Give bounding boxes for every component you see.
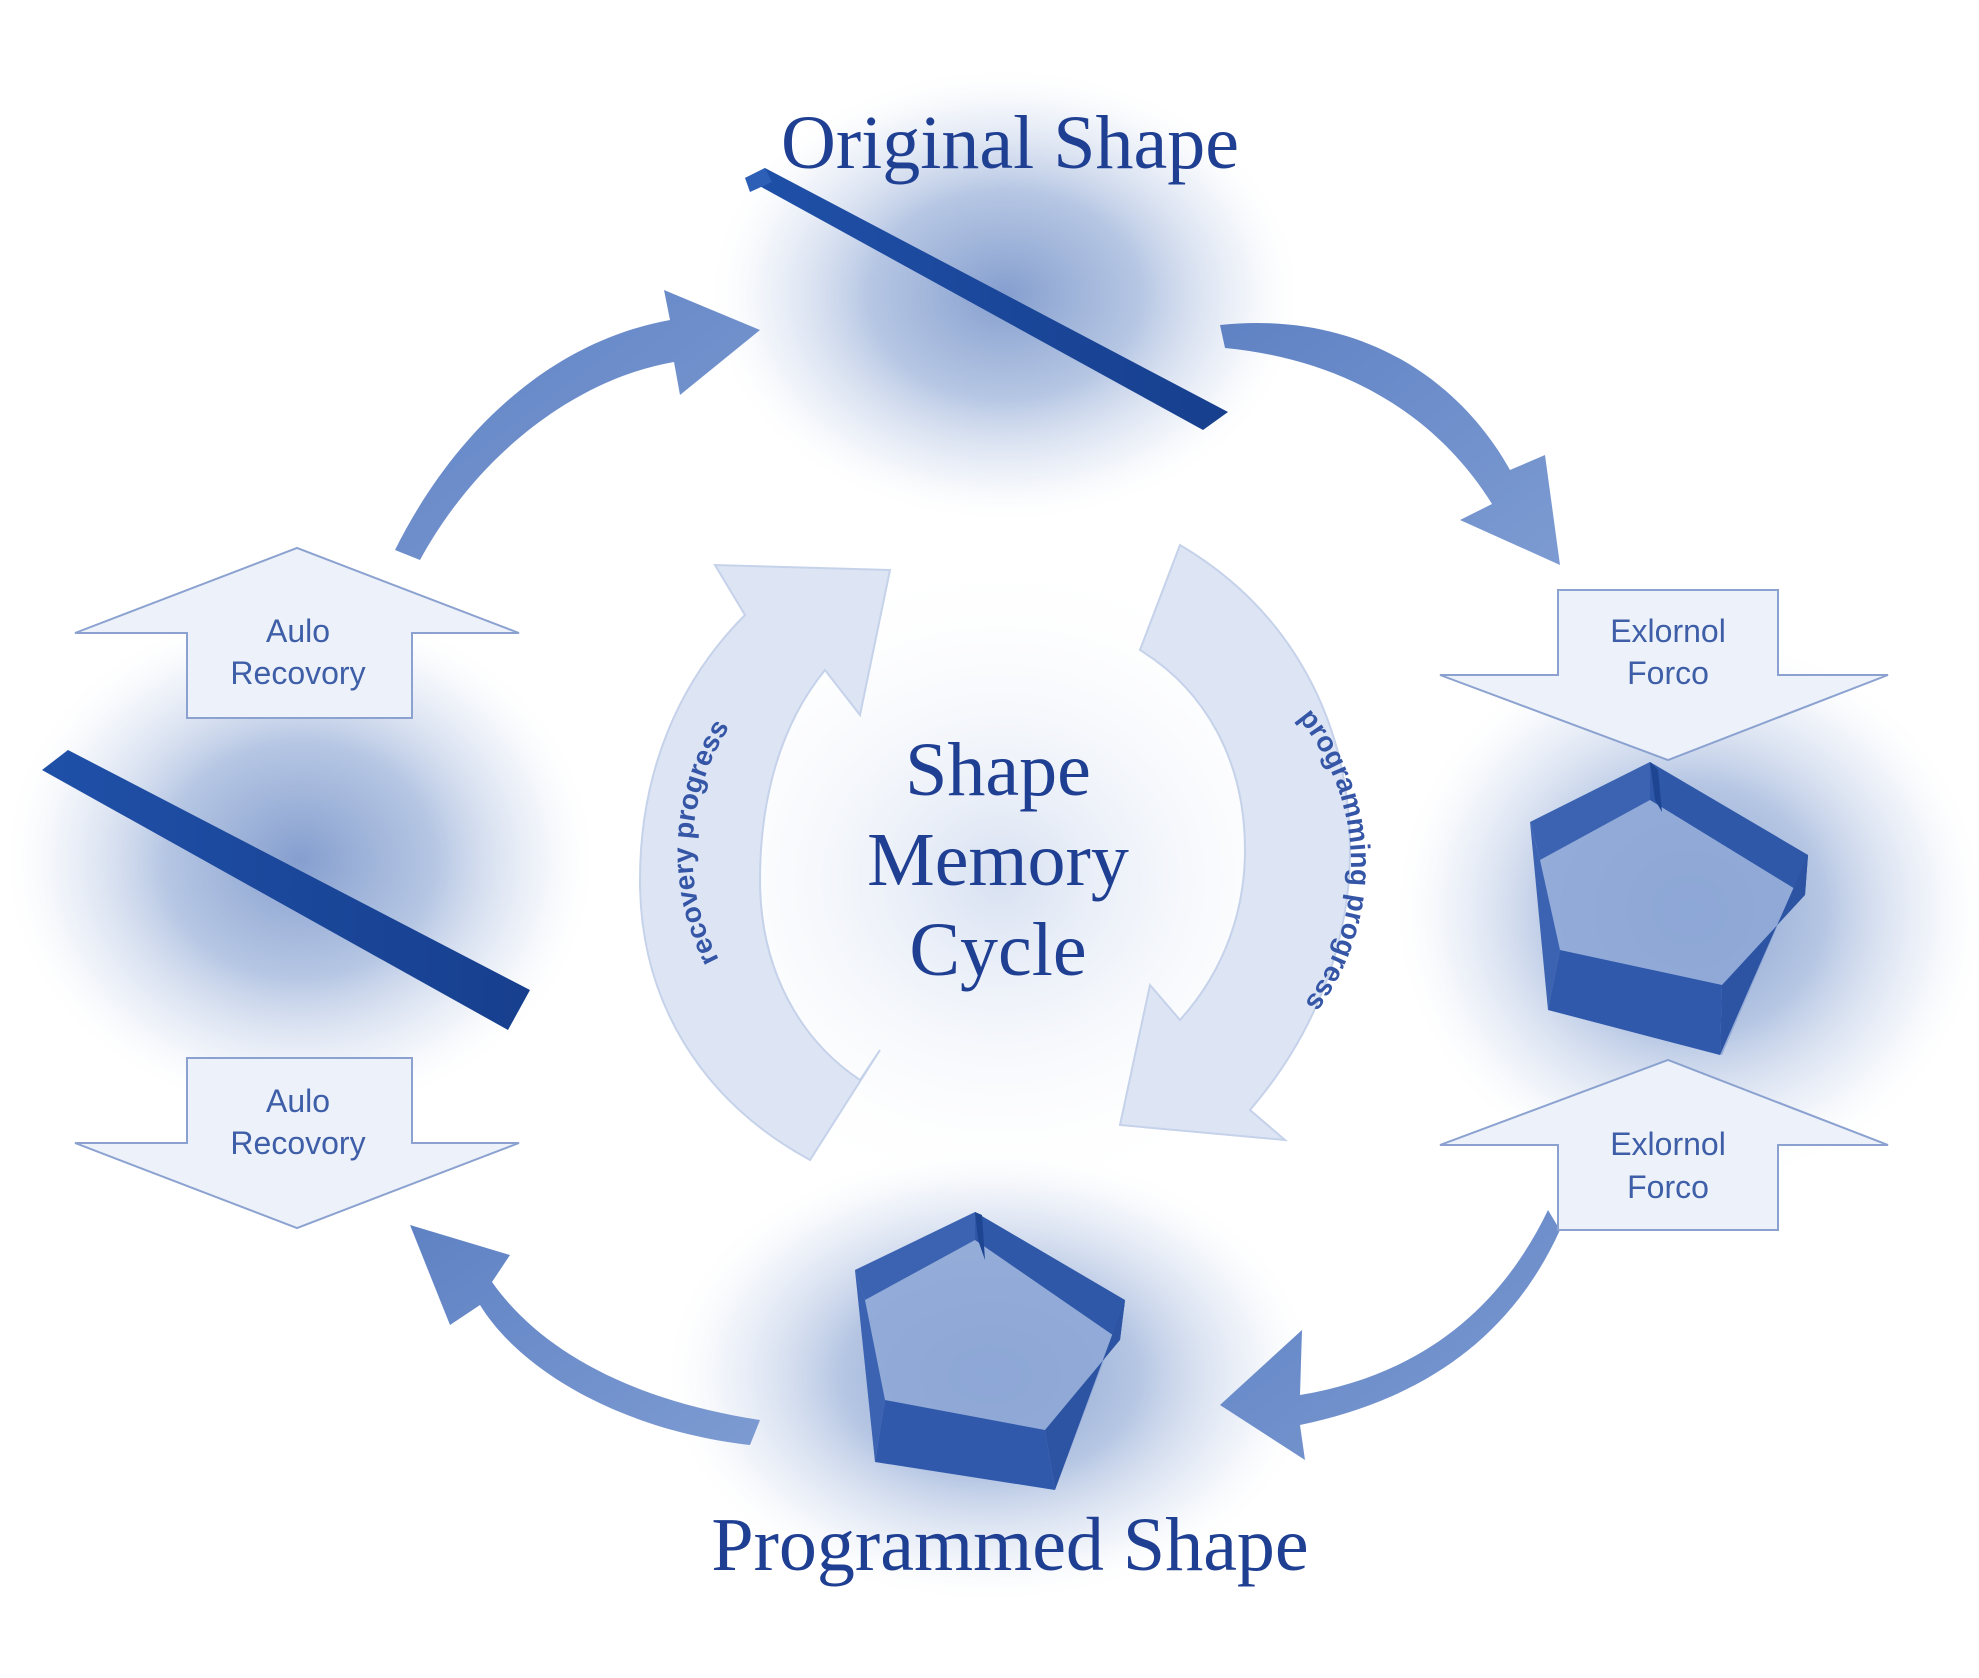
external-force-down-arrow-top: Exlornol Forco: [1439, 589, 1889, 762]
auto-recovery-down-arrow-bottom: Aulo Recovory: [74, 1057, 520, 1230]
recovered-shape-band: [42, 750, 530, 1030]
auto-recovery-top-line2: Recovory: [230, 655, 365, 691]
outer-arrow-left-bottom: [410, 1225, 760, 1445]
auto-recovery-top-line1: Aulo: [266, 613, 330, 649]
deformed-pentagon-shape: [1530, 762, 1808, 1055]
recovery-progress-arrow: [638, 563, 892, 1162]
external-force-bottom-line1: Exlornol: [1610, 1126, 1726, 1162]
programmed-shape-title: Programmed Shape: [711, 1503, 1308, 1587]
programmed-pentagon-shape: [855, 1212, 1125, 1490]
programming-progress-arrow: [1118, 543, 1352, 1142]
external-force-top-line2: Forco: [1627, 655, 1709, 691]
external-force-bottom-line2: Forco: [1627, 1169, 1709, 1205]
center-title-line3: Cycle: [909, 908, 1086, 992]
center-title-line2: Memory: [867, 818, 1129, 902]
external-force-top-line1: Exlornol: [1610, 613, 1726, 649]
auto-recovery-bottom-line2: Recovory: [230, 1125, 365, 1161]
auto-recovery-bottom-line1: Aulo: [266, 1083, 330, 1119]
auto-recovery-up-arrow-top: Aulo Recovory: [74, 546, 520, 719]
center-title-line1: Shape: [905, 728, 1091, 812]
outer-arrow-right-top: [1220, 322, 1560, 565]
original-shape-title: Original Shape: [781, 101, 1239, 185]
outer-arrow-right-bottom: [1220, 1210, 1560, 1460]
outer-arrow-left-top: [395, 290, 760, 560]
external-force-up-arrow-bottom: Exlornol Forco: [1439, 1058, 1889, 1231]
original-shape-band: [745, 168, 1228, 430]
